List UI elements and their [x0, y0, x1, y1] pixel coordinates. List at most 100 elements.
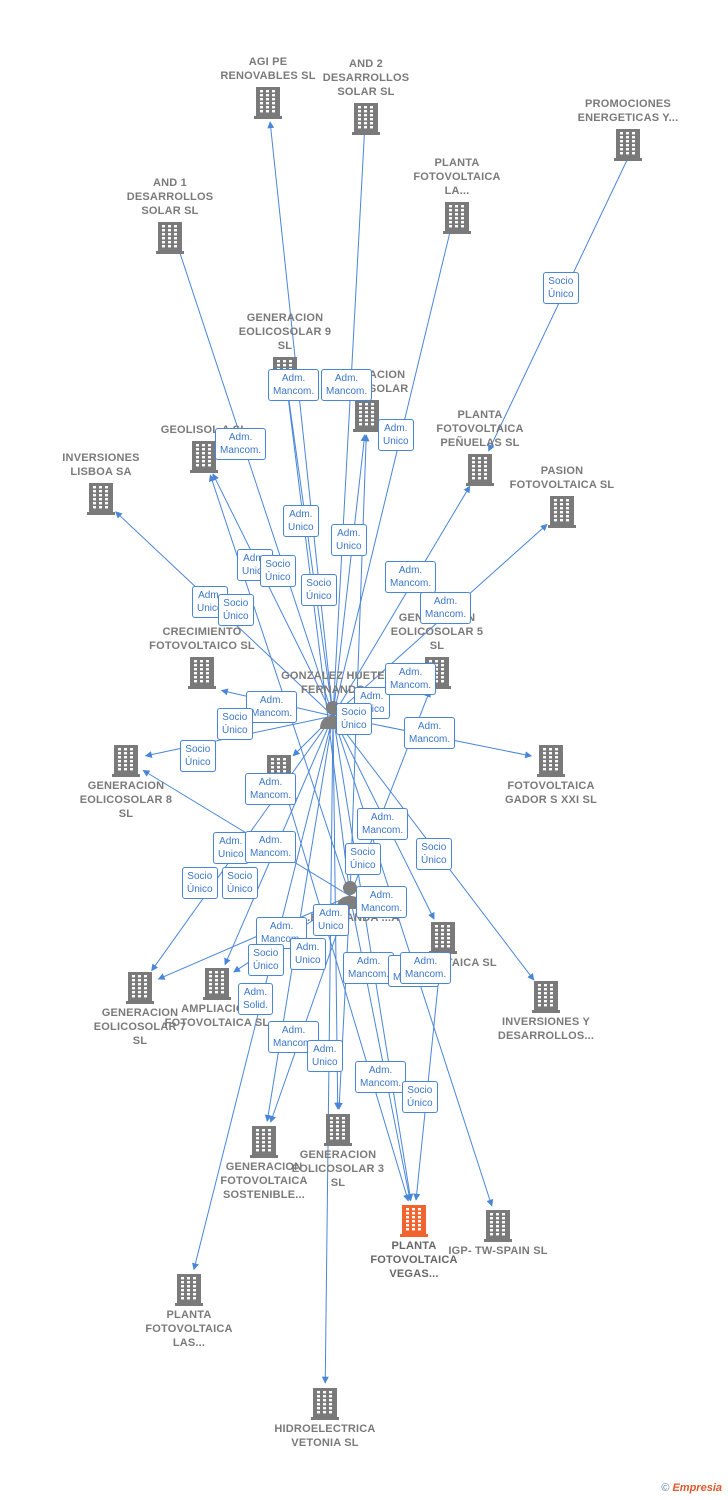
relation-label-r14[interactable]: Adm.Mancom.: [246, 691, 298, 723]
relation-label-line: Unico: [242, 566, 268, 577]
relation-label-line: Mancom.: [273, 1038, 315, 1049]
relation-label-r40[interactable]: Adm.Unico: [307, 1040, 343, 1072]
relation-label-line: Unico: [336, 541, 362, 552]
node-label: IGP- TW-SPAIN SL: [448, 1245, 548, 1257]
building-icon: [147, 655, 257, 689]
node-invdes[interactable]: INVERSIONES Y DESARROLLOS...: [491, 979, 601, 1043]
relation-label-r2[interactable]: Adm.Mancom.: [268, 369, 320, 401]
node-gador[interactable]: FOTOVOLTAICA GADOR S XXI SL: [496, 743, 606, 807]
relation-label-line: Mancom.: [220, 445, 262, 456]
node-hidro[interactable]: HIDROELECTRICA VETONIA SL: [270, 1386, 380, 1450]
relation-label-line: Adm.: [370, 812, 395, 823]
relation-label-r33[interactable]: Adm.Mancom.: [343, 952, 395, 984]
relation-label-line: Único: [407, 1098, 433, 1109]
relation-label-line: Socio: [222, 712, 248, 723]
relation-label-line: Unico: [288, 522, 314, 533]
relation-label-r7[interactable]: Adm.Unico: [331, 524, 367, 556]
building-icon: [46, 481, 156, 515]
building-icon: [388, 920, 498, 954]
relation-label-r25[interactable]: Adm. Mancom.: [245, 831, 297, 863]
building-icon: [573, 127, 683, 161]
relation-label-r17[interactable]: Adm.Mancom.: [385, 663, 437, 695]
relation-edge-person1-and1: [174, 241, 334, 717]
relation-label-r5[interactable]: Adm.Unico: [378, 419, 414, 451]
relation-label-line: Único: [222, 725, 248, 736]
node-crec[interactable]: CRECIMIENTO FOTOVOLTAICO SL: [147, 625, 257, 689]
building-icon: [162, 966, 272, 1000]
node-gen3[interactable]: GENERACION EOLICOSOLAR 3 SL: [283, 1112, 393, 1190]
node-and2[interactable]: AND 2 DESARROLLOS SOLAR SL: [311, 57, 421, 135]
node-plantalas[interactable]: PLANTA FOTOVOLTAICA LAS...: [134, 1272, 244, 1350]
relation-label-r30[interactable]: Adm.Unico: [313, 904, 349, 936]
relation-label-r24[interactable]: Adm.Unico: [213, 832, 249, 864]
node-lisboa[interactable]: INVERSIONES LISBOA SA: [46, 451, 156, 515]
relation-label-line: Mancom.: [390, 578, 432, 589]
relation-label-r11[interactable]: Adm.Mancom.: [420, 592, 472, 624]
node-gensost[interactable]: GENERACION FOTOVOLTAICA SOSTENIBLE...: [209, 1124, 319, 1202]
relation-label-r21[interactable]: Adm.Mancom.: [357, 808, 409, 840]
relation-label-line: Adm.: [243, 553, 267, 564]
relation-label-r4[interactable]: Adm.Mancom.: [215, 428, 267, 460]
relation-edge-person2-genx: [349, 434, 370, 897]
relation-label-line: Adm.: [398, 565, 423, 576]
building-icon: [402, 200, 512, 234]
relation-label-r3[interactable]: Adm.Mancom.: [321, 369, 373, 401]
building-icon: [496, 743, 606, 777]
node-label: HIDROELECTRICA VETONIA SL: [274, 1423, 376, 1449]
node-gen7[interactable]: GENERACION EOLICOSOLAR 7 SL: [85, 970, 195, 1048]
building-icon: [491, 979, 601, 1013]
node-label: GENERACION FOTOVOLTAICA SOSTENIBLE...: [220, 1161, 308, 1201]
node-and1[interactable]: AND 1 DESARROLLOS SOLAR SL: [115, 176, 225, 254]
relation-label-r32[interactable]: Adm.Solid.: [238, 983, 274, 1015]
relation-label-line: Único: [341, 720, 367, 731]
node-prom[interactable]: PROMOCIONES ENERGETICAS Y...: [573, 97, 683, 161]
node-penuelas[interactable]: PLANTA FOTOVOLTAICA PEÑUELAS SL: [425, 408, 535, 486]
relation-label-r37[interactable]: Adm.Mancom.: [355, 1061, 407, 1093]
node-pasion[interactable]: PASION FOTOVOLTAICA SL: [507, 464, 617, 528]
relation-label-line: Mancom.: [251, 708, 293, 719]
relation-label-r34[interactable]: Adm.Unico: [290, 938, 326, 970]
relation-label-line: Adm.: [258, 835, 283, 846]
relation-label-r18[interactable]: Adm.Mancom.: [404, 717, 456, 749]
node-label: GENERACION EOLICOSOLAR 8 SL: [79, 780, 173, 820]
node-plantala[interactable]: PLANTA FOTOVOLTAICA LA...: [402, 156, 512, 234]
relation-label-line: Único: [223, 611, 249, 622]
relation-label-line: Adm.: [289, 509, 313, 520]
node-ampl[interactable]: AMPLIACION FOTOVOLTAICA SL: [162, 966, 272, 1030]
relation-label-line: Socio: [306, 578, 332, 589]
building-icon: [359, 1203, 469, 1237]
building-icon: [213, 85, 323, 119]
relation-label-line: Único: [421, 855, 447, 866]
relation-edge-person1-plantala: [332, 221, 455, 717]
relation-label-r20[interactable]: Adm.Mancom.: [245, 773, 297, 805]
relation-label-line: Socio: [341, 707, 367, 718]
node-agi[interactable]: AGI PE RENOVABLES SL: [213, 55, 323, 119]
relation-label-line: Mancom.: [390, 680, 432, 691]
relation-label-r28[interactable]: Adm.Mancom.: [356, 886, 408, 918]
node-igp[interactable]: IGP- TW-SPAIN SL: [443, 1208, 553, 1258]
node-gen8[interactable]: GENERACION EOLICOSOLAR 8 SL: [71, 743, 181, 821]
relation-label-line: Único: [265, 572, 291, 583]
relation-label-r10[interactable]: Adm. Mancom.: [385, 561, 437, 593]
building-icon: [270, 1386, 380, 1420]
node-vegas[interactable]: PLANTA FOTOVOLTAICA VEGAS...: [359, 1203, 469, 1281]
relation-label-line: Mancom.: [250, 848, 292, 859]
relation-label-r43[interactable]: Adm.Mancom.: [400, 952, 452, 984]
node-person1[interactable]: Gonzalez Huete Fernando: [278, 669, 388, 729]
relation-label-r6[interactable]: Adm. Unico: [283, 505, 319, 537]
relation-edge-person1-and2: [332, 123, 369, 717]
node-label: AGI PE RENOVABLES SL: [220, 56, 316, 82]
